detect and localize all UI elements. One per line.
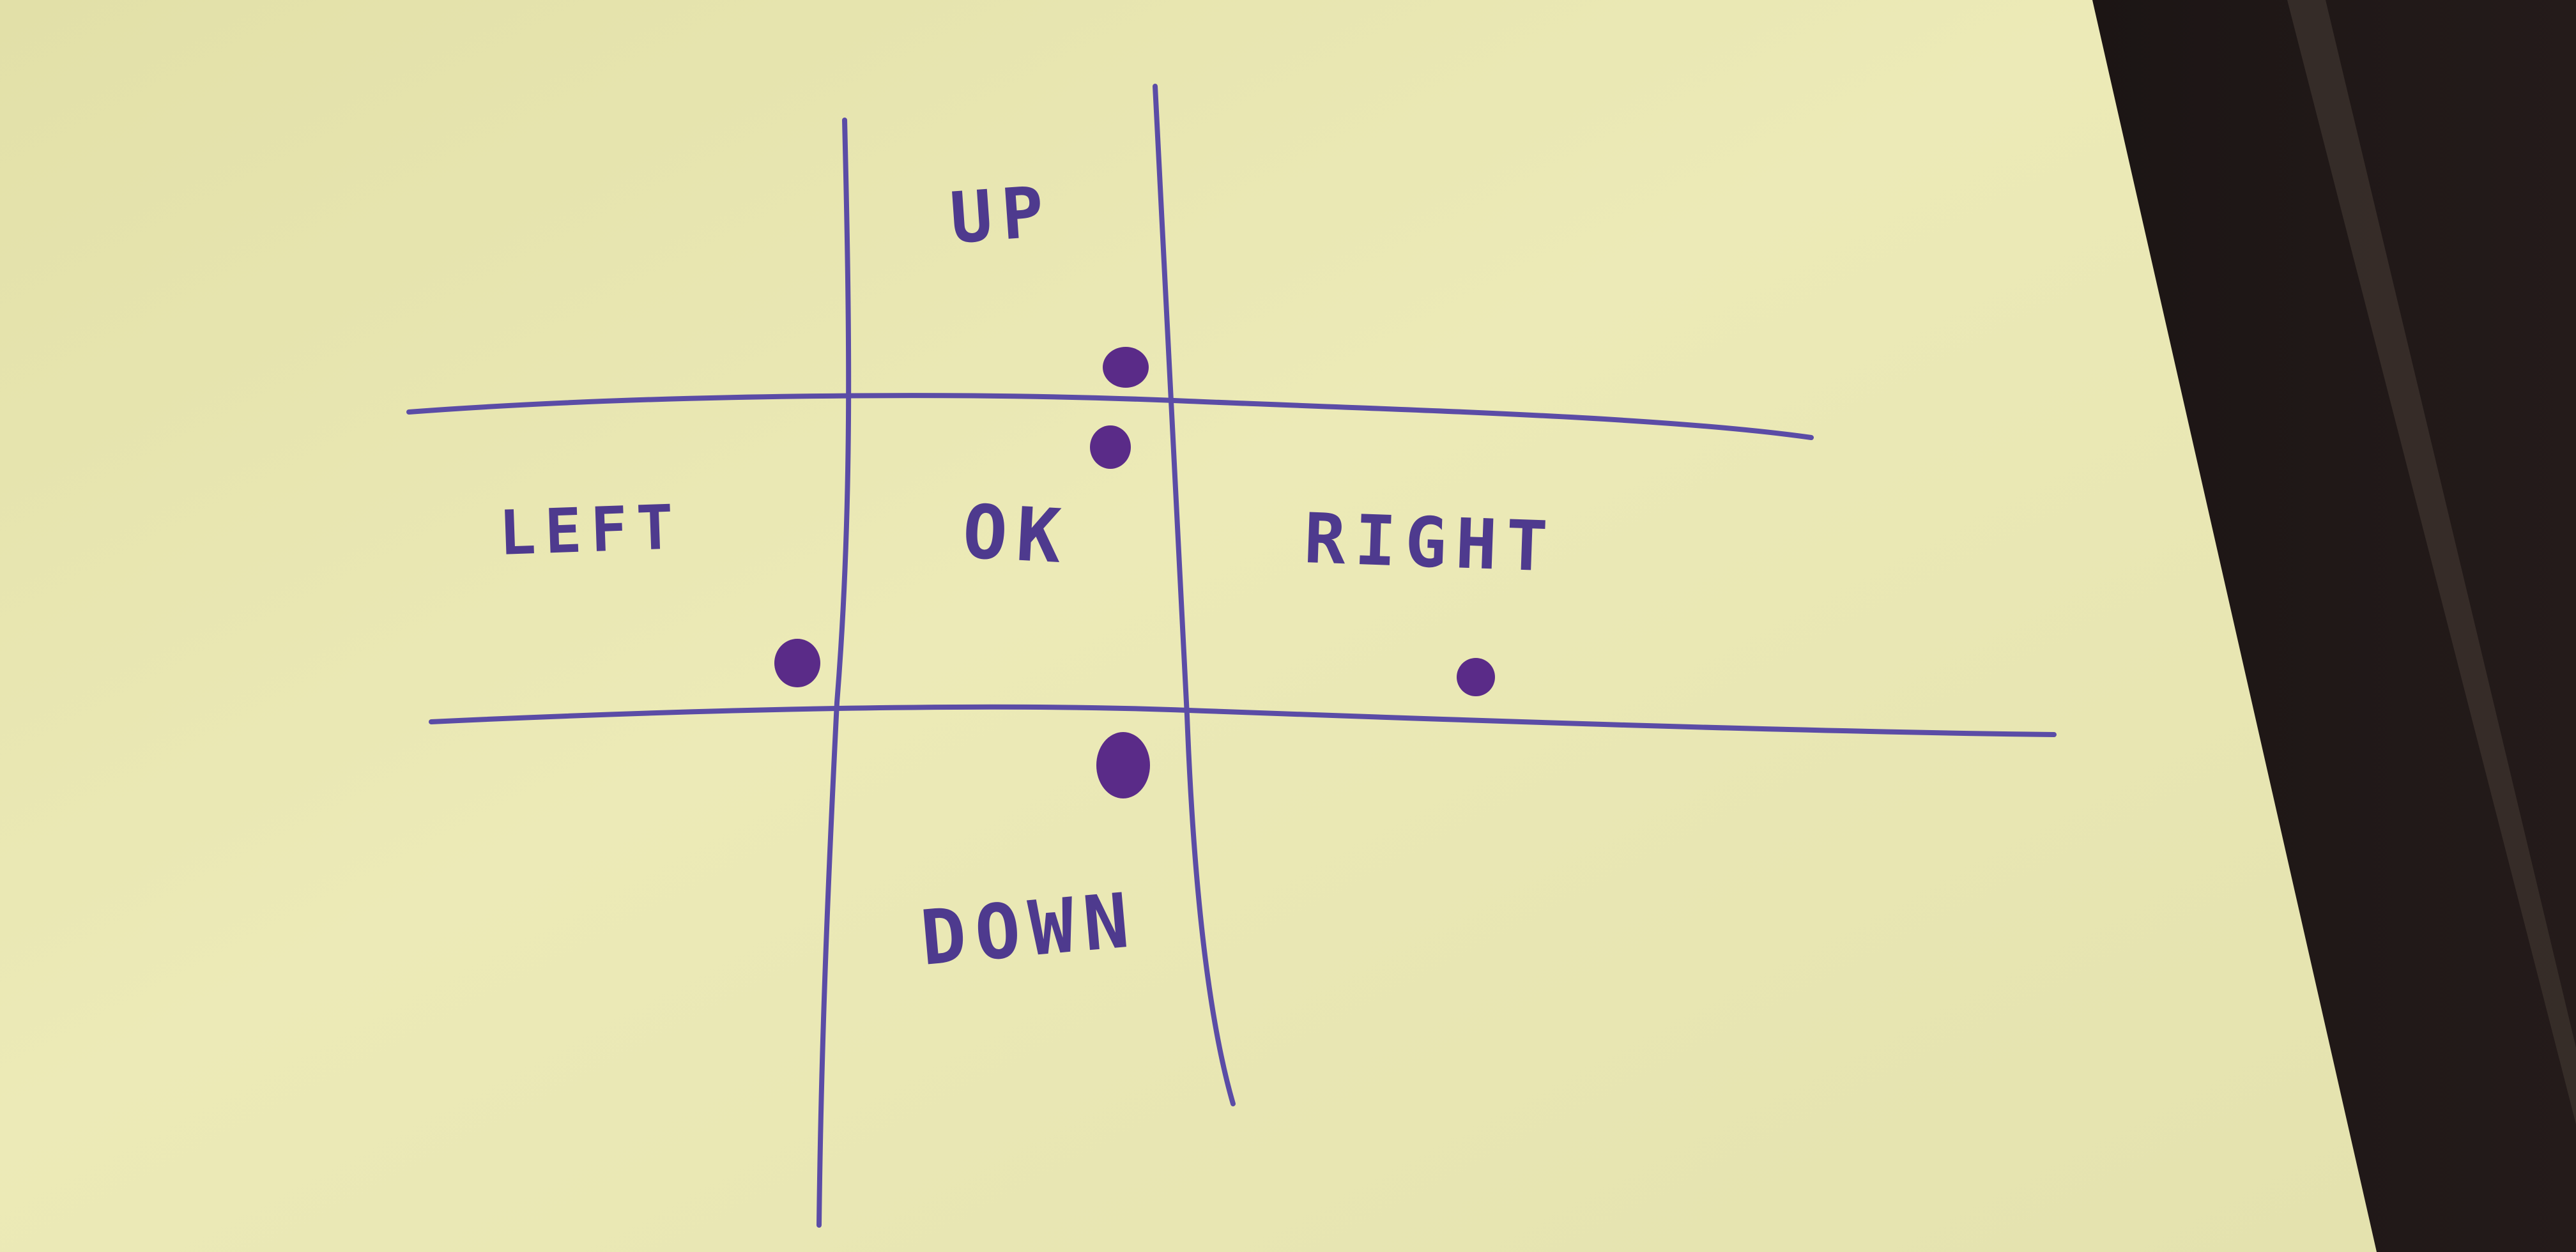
label-ok: OK bbox=[961, 489, 1073, 581]
label-up: UP bbox=[947, 171, 1055, 259]
ink-dot bbox=[774, 639, 820, 687]
ink-dot bbox=[1103, 347, 1149, 388]
grid-line-bottom-horizontal bbox=[429, 704, 2057, 737]
label-down: DOWN bbox=[917, 876, 1141, 982]
grid-line-top-horizontal bbox=[406, 393, 1814, 440]
ink-dot bbox=[1090, 425, 1131, 469]
label-right: RIGHT bbox=[1303, 499, 1558, 588]
grid-line-right-vertical bbox=[1153, 84, 1236, 1106]
ink-dot bbox=[1457, 658, 1495, 696]
paper-sheet bbox=[0, 0, 2377, 1252]
ink-dot bbox=[1096, 732, 1150, 798]
grid-line-left-vertical bbox=[816, 118, 852, 1228]
metal-edge bbox=[2287, 0, 2576, 1124]
label-left: LEFT bbox=[498, 491, 684, 569]
